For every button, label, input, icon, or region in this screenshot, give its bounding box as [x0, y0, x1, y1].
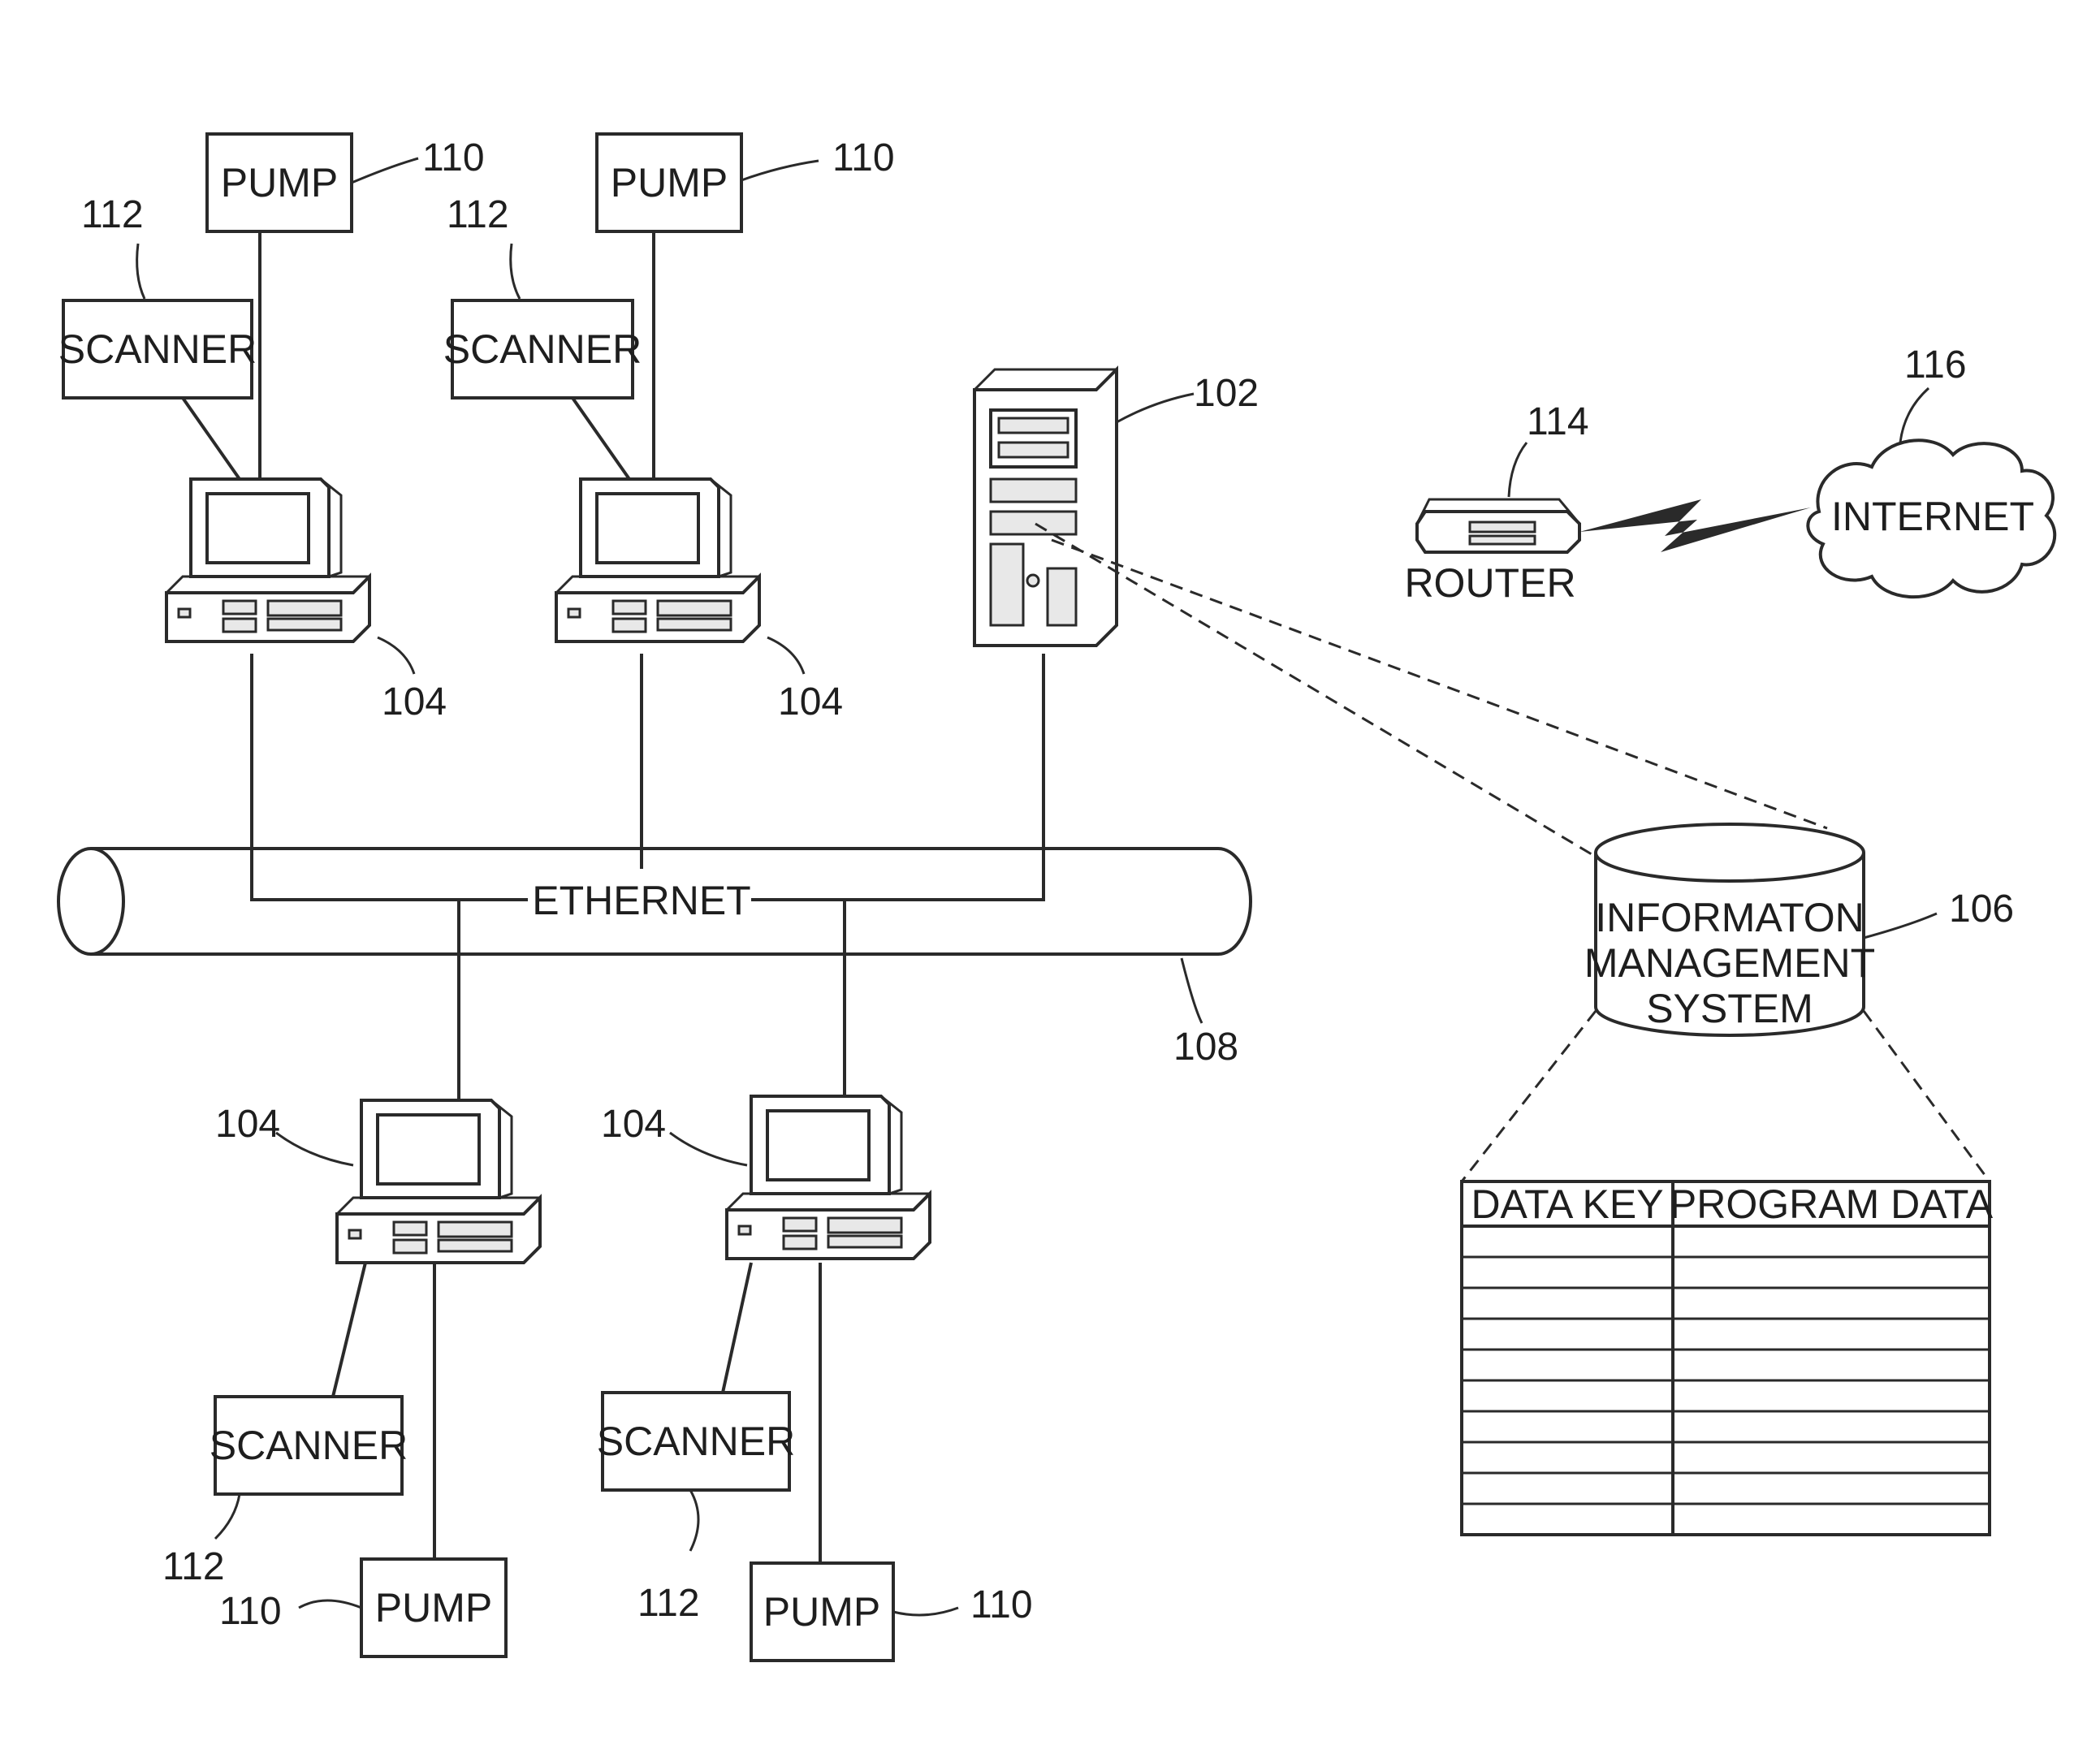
ref-leader-102: [1117, 394, 1194, 422]
ref-leader-116: [1900, 388, 1929, 443]
ref-104: 104: [778, 680, 843, 723]
pump-label: PUMP: [763, 1589, 880, 1635]
workstation-icon: [556, 479, 759, 641]
ref-114: 114: [1527, 400, 1589, 443]
pump-label: PUMP: [375, 1585, 492, 1631]
ref-110: 110: [970, 1583, 1033, 1626]
pump-label: PUMP: [611, 160, 728, 205]
ref-108: 108: [1173, 1026, 1238, 1069]
wireless-link-bolt: [1579, 499, 1811, 552]
table-header-program-data: PROGRAM DATA: [1670, 1181, 1994, 1227]
ref-112: 112: [81, 193, 144, 236]
workstation-icon: [337, 1100, 540, 1263]
ref-leader: [215, 1494, 240, 1539]
ref-112: 112: [447, 193, 509, 236]
projection-line: [1462, 1011, 1596, 1181]
ref-leader: [378, 637, 414, 674]
ref-104: 104: [382, 680, 447, 723]
ref-leader: [767, 637, 804, 674]
ref-110: 110: [219, 1590, 282, 1633]
ref-leader: [690, 1490, 698, 1551]
ref-leader: [511, 244, 520, 299]
ref-leader: [352, 158, 418, 183]
ethernet-label: ETHERNET: [532, 878, 750, 923]
router: [1417, 499, 1579, 552]
ref-leader: [137, 244, 145, 299]
pump-label: PUMP: [221, 160, 338, 205]
ims-label-3: SYSTEM: [1646, 986, 1813, 1031]
ref-116: 116: [1904, 343, 1967, 387]
ethernet-bus-right: [751, 849, 1044, 900]
ref-leader-114: [1509, 443, 1527, 497]
scanner-label: SCANNER: [58, 326, 257, 372]
station-top-middle: PUMP 110 SCANNER 112 104: [443, 134, 895, 723]
ref-leader: [299, 1600, 361, 1608]
workstation-icon: [727, 1096, 930, 1259]
ims-label-1: INFORMATON: [1595, 895, 1864, 940]
ref-112: 112: [162, 1545, 225, 1588]
ref-110: 110: [422, 136, 485, 179]
workstation-icon: [166, 479, 369, 641]
scanner-label: SCANNER: [597, 1419, 795, 1464]
ref-leader: [276, 1133, 353, 1165]
projection-line: [1864, 1011, 1990, 1181]
ref-leader: [741, 161, 819, 180]
ethernet-bus-left: [252, 849, 528, 900]
ref-leader: [893, 1608, 958, 1615]
data-table: [1462, 1181, 1990, 1535]
table-header-data-key: DATA KEY: [1471, 1181, 1663, 1227]
ref-110: 110: [832, 136, 895, 179]
ref-106: 106: [1949, 888, 2014, 931]
internet-label: INTERNET: [1831, 494, 2034, 539]
server: [974, 369, 1117, 646]
station-bottom-right: 104 SCANNER 112 PUMP 110: [597, 1096, 1033, 1661]
ref-102: 102: [1194, 372, 1259, 415]
ref-112: 112: [637, 1582, 700, 1625]
ref-leader-108: [1182, 958, 1202, 1023]
scanner-label: SCANNER: [443, 326, 642, 372]
scanner-label: SCANNER: [210, 1423, 408, 1468]
ref-104: 104: [601, 1103, 666, 1146]
ims-label-2: MANAGEMENT: [1584, 940, 1875, 986]
ref-leader: [670, 1133, 747, 1165]
station-bottom-left: 104 SCANNER 112 PUMP 110: [162, 1100, 540, 1656]
station-top-left: PUMP 110 SCANNER 112 104: [58, 134, 485, 723]
ref-104: 104: [215, 1103, 280, 1146]
router-label: ROUTER: [1404, 560, 1575, 606]
ref-leader-106: [1864, 914, 1937, 938]
